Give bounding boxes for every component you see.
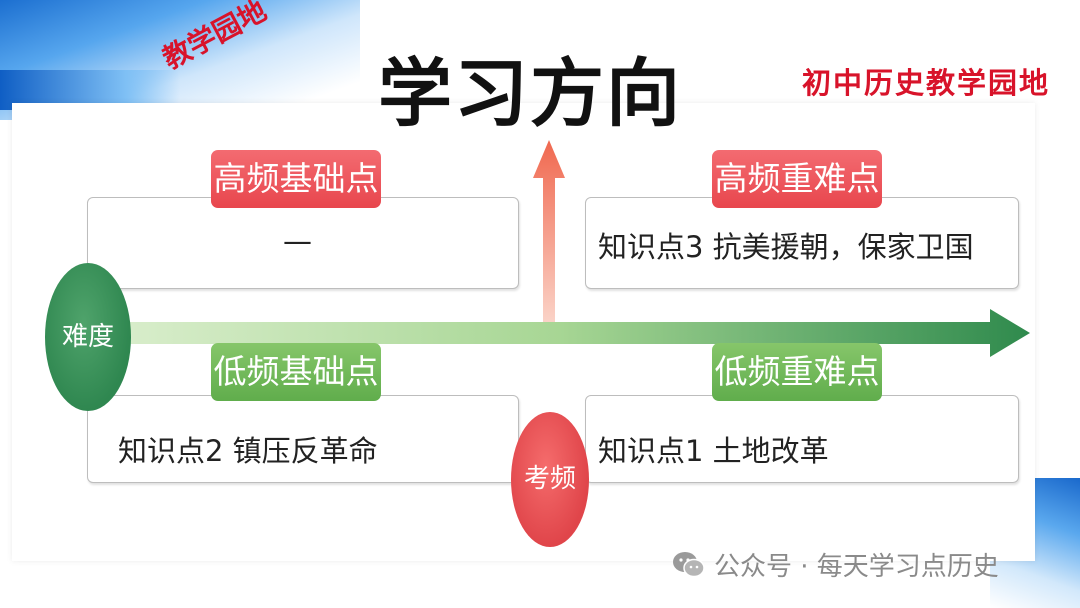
card-low-frequency-difficult: 知识点1 土地改革 bbox=[585, 395, 1019, 483]
card-high-frequency-basic: — bbox=[87, 197, 519, 289]
card-high-frequency-difficult: 知识点3 抗美援朝，保家卫国 bbox=[585, 197, 1019, 289]
watermark: 公众号 · 每天学习点历史 bbox=[672, 546, 999, 583]
page-title: 学习方向 bbox=[378, 34, 703, 141]
card-content: 知识点2 镇压反革命 bbox=[118, 428, 378, 470]
wechat-icon bbox=[672, 550, 706, 580]
card-low-frequency-basic: 知识点2 镇压反革命 bbox=[87, 395, 519, 483]
label-high-frequency-difficult: 高频重难点 bbox=[712, 150, 882, 208]
label-low-frequency-difficult: 低频重难点 bbox=[712, 343, 882, 401]
watermark-text: 公众号 · 每天学习点历史 bbox=[714, 546, 999, 583]
card-content: — bbox=[283, 224, 312, 258]
frequency-axis-arrow bbox=[533, 140, 565, 330]
brand-right-text: 初中历史教学园地 bbox=[802, 60, 1050, 102]
difficulty-axis-label: 难度 bbox=[45, 263, 131, 411]
card-content: 知识点3 抗美援朝，保家卫国 bbox=[598, 224, 974, 266]
label-low-frequency-basic: 低频基础点 bbox=[211, 343, 381, 401]
card-content: 知识点1 土地改革 bbox=[598, 428, 829, 470]
label-high-frequency-basic: 高频基础点 bbox=[211, 150, 381, 208]
frequency-axis-label: 考频 bbox=[511, 412, 589, 547]
